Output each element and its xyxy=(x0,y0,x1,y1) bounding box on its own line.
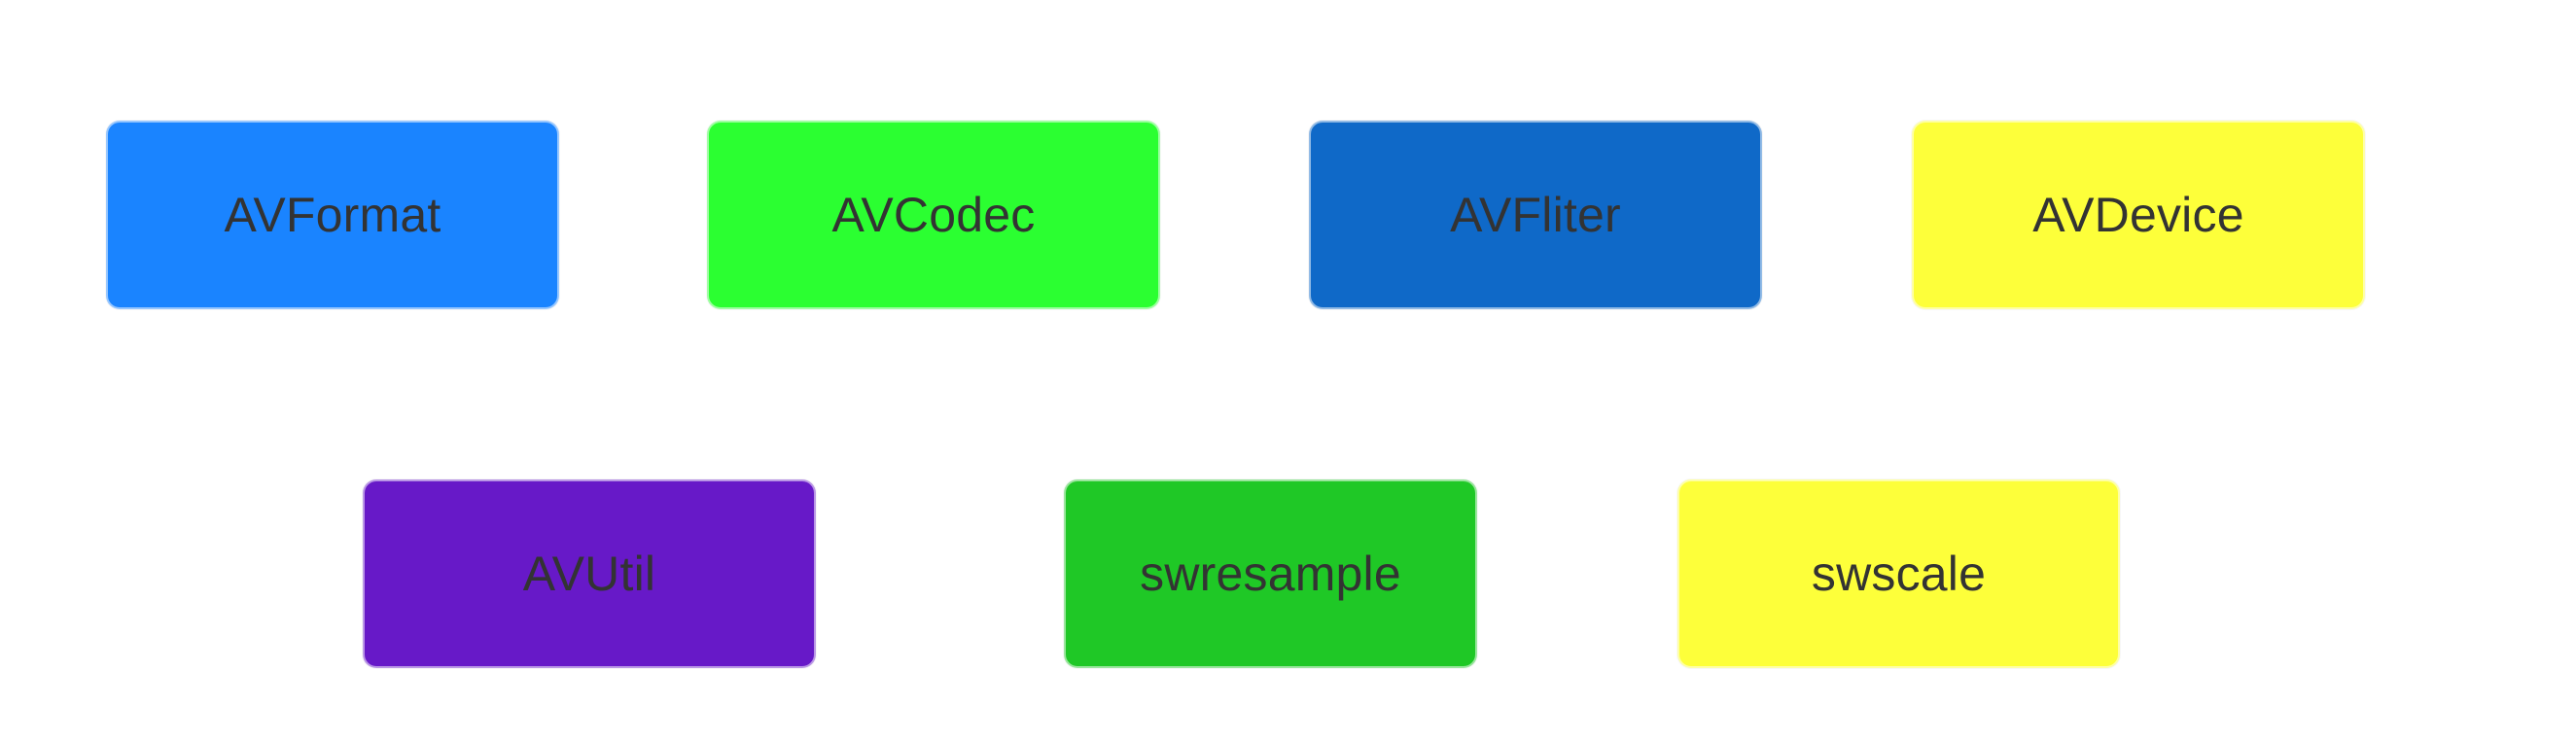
module-box-swscale: swscale xyxy=(1677,479,2120,668)
module-box-avformat: AVFormat xyxy=(106,121,559,309)
module-box-swresample: swresample xyxy=(1064,479,1477,668)
module-label-avdevice: AVDevice xyxy=(2032,188,2244,242)
module-box-avutil: AVUtil xyxy=(363,479,816,668)
module-label-swscale: swscale xyxy=(1811,547,1987,601)
module-label-avfliter: AVFliter xyxy=(1450,188,1621,242)
module-box-avfliter: AVFliter xyxy=(1309,121,1762,309)
module-box-avcodec: AVCodec xyxy=(707,121,1160,309)
module-box-avdevice: AVDevice xyxy=(1912,121,2365,309)
module-label-avutil: AVUtil xyxy=(522,547,656,601)
module-label-swresample: swresample xyxy=(1140,547,1401,601)
module-label-avformat: AVFormat xyxy=(224,188,441,242)
module-label-avcodec: AVCodec xyxy=(831,188,1036,242)
